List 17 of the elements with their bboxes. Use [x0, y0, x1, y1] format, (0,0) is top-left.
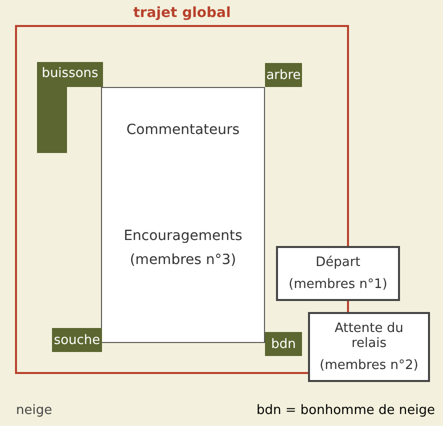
bushes-area [37, 62, 103, 153]
station-box [308, 312, 430, 382]
landmark-block: souche [52, 328, 102, 352]
station-box [276, 246, 400, 301]
key-note: bdn = bonhomme de neige [256, 403, 435, 418]
landmark-block: arbre [265, 63, 302, 87]
area-heading: Commentateurs [125, 121, 241, 140]
landmark-block: bdn [265, 332, 302, 356]
route-title: trajet global [132, 5, 232, 21]
audience-area [101, 87, 265, 343]
ground-label: neige [16, 403, 52, 418]
station-title: Attente du relais [334, 320, 404, 351]
area-label: buissons [40, 66, 100, 81]
station-note: (membres n°1) [288, 277, 388, 292]
station-title: Départ [314, 254, 362, 270]
station-note: (membres n°2) [318, 358, 420, 374]
area-note: Encouragements (membres n°3) [122, 227, 244, 270]
